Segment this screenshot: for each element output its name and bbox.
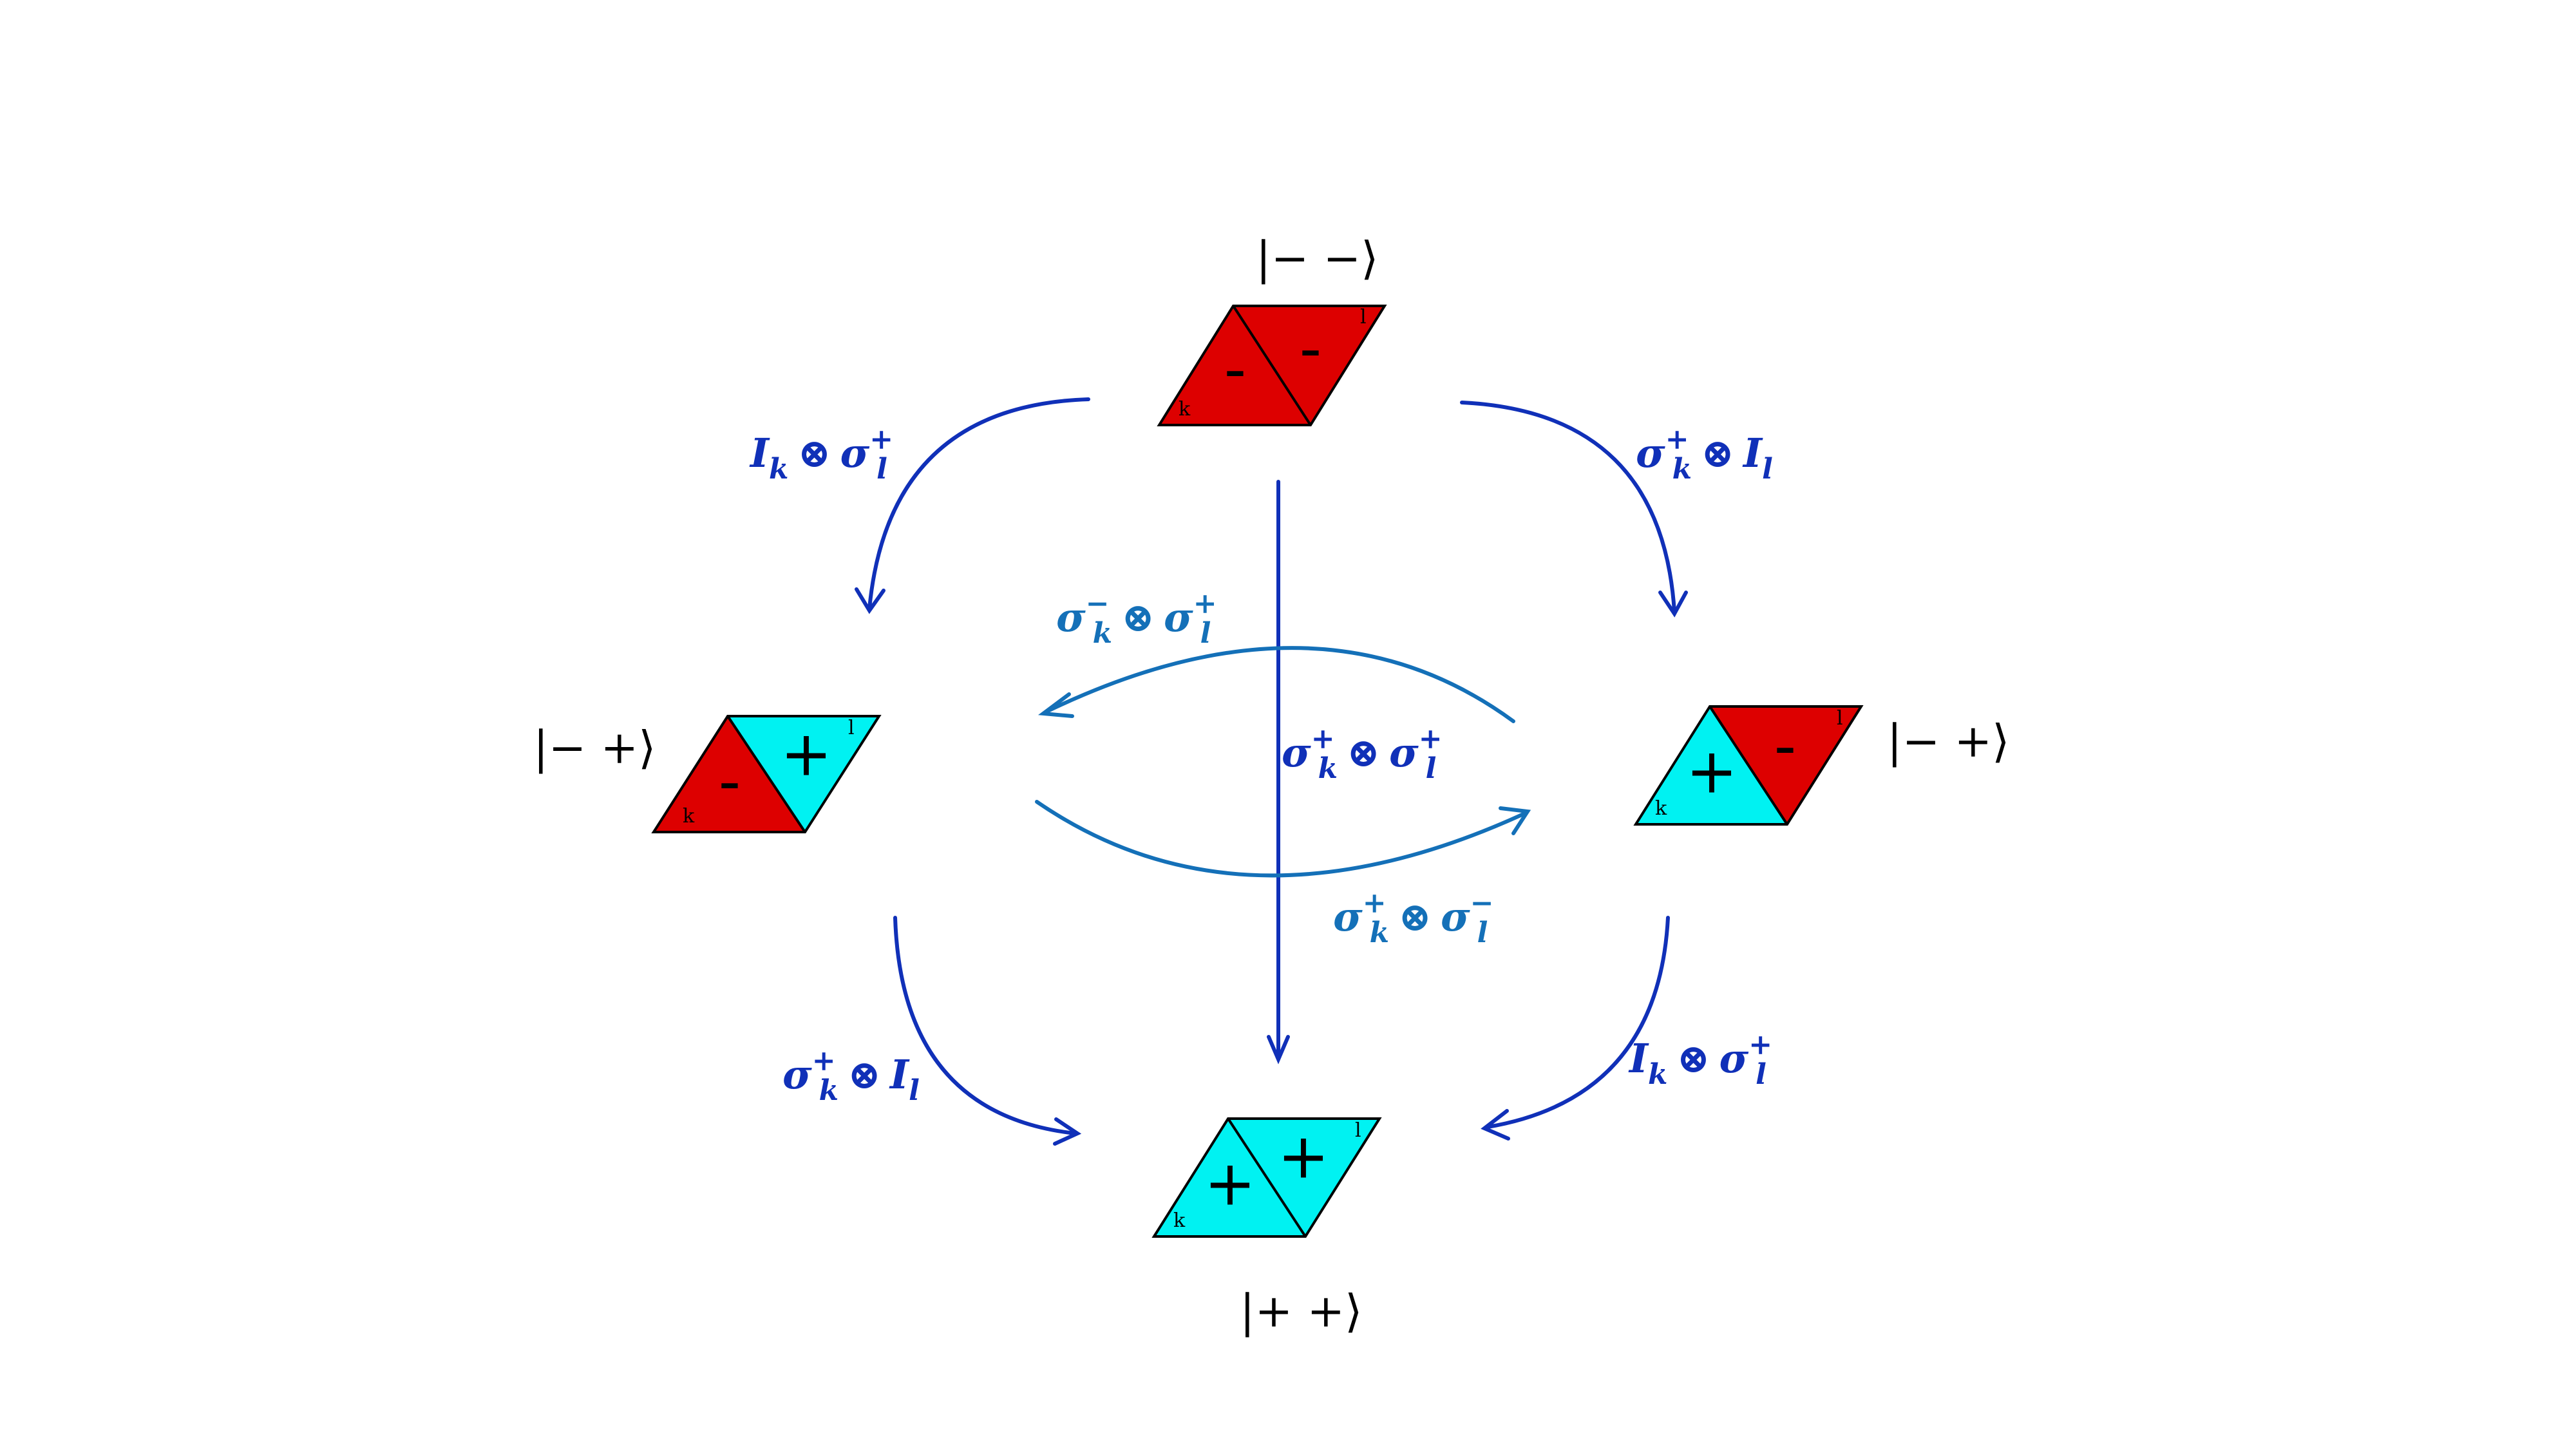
tile-right-sign: + (1278, 1120, 1329, 1192)
tile-left-triangle (1159, 306, 1311, 425)
corner-k-label: k (1179, 398, 1191, 421)
tile-left-triangle (654, 716, 805, 832)
tile-left-triangle (1154, 1119, 1305, 1236)
tile-left-triangle (1636, 706, 1787, 824)
tile-right-sign: - (1774, 710, 1797, 782)
ket-label-bottom: |+ +⟩ (1240, 1285, 1362, 1338)
tile-left-sign: - (1224, 333, 1247, 405)
corner-k-label: k (683, 805, 695, 828)
operator-label-bottom-right: Ik⊗σ+l (1628, 1028, 1772, 1091)
tile-left-sign: - (719, 745, 741, 817)
arrow-left-to-right (1035, 800, 1531, 878)
ket-label-left: |− +⟩ (533, 721, 656, 774)
operator-label-top-left: Ik⊗σ+l (749, 423, 893, 486)
operator-label-swap-lower: σ+k⊗σ−l (1333, 887, 1494, 949)
corner-l-label: l (1360, 306, 1367, 328)
tile-right-sign: - (1300, 312, 1322, 384)
operator-label-swap-upper: σ−k⊗σ+l (1056, 587, 1217, 650)
tile-right-triangle (1228, 1119, 1379, 1236)
operator-label-bottom-left: σ+k⊗Il (782, 1045, 920, 1107)
tile-right-triangle (1710, 706, 1861, 824)
operator-label-top-right: σ+k⊗Il (1636, 423, 1773, 486)
corner-k-label: k (1173, 1209, 1186, 1232)
tile-left-sign: + (1686, 735, 1738, 807)
state-bottom-tile: + + k l (1151, 1117, 1382, 1238)
tile-right-sign: + (781, 717, 832, 790)
tile-right-triangle (1233, 306, 1385, 425)
corner-l-label: l (1837, 707, 1843, 730)
ket-label-top: |− −⟩ (1256, 232, 1378, 285)
state-left-tile: - + k l (651, 715, 882, 833)
corner-k-label: k (1655, 797, 1667, 820)
ket-label-right: |− +⟩ (1887, 715, 2009, 768)
state-top-tile: - - k l (1157, 305, 1387, 426)
operator-label-center: σ+k⊗σ+l (1282, 723, 1443, 785)
arrow-top-to-bottom (1267, 480, 1290, 1065)
corner-l-label: l (1355, 1119, 1361, 1142)
arrow-right-to-bottom (1481, 916, 1670, 1141)
arrow-left-to-bottom (893, 916, 1082, 1146)
corner-l-label: l (848, 717, 855, 739)
arrow-top-to-right (1460, 401, 1688, 618)
state-right-tile: + - k l (1633, 705, 1864, 826)
arrow-right-to-left (1037, 646, 1515, 723)
arrow-top-to-left (855, 397, 1090, 614)
tile-left-sign: + (1204, 1147, 1256, 1219)
tile-right-triangle (728, 716, 879, 832)
